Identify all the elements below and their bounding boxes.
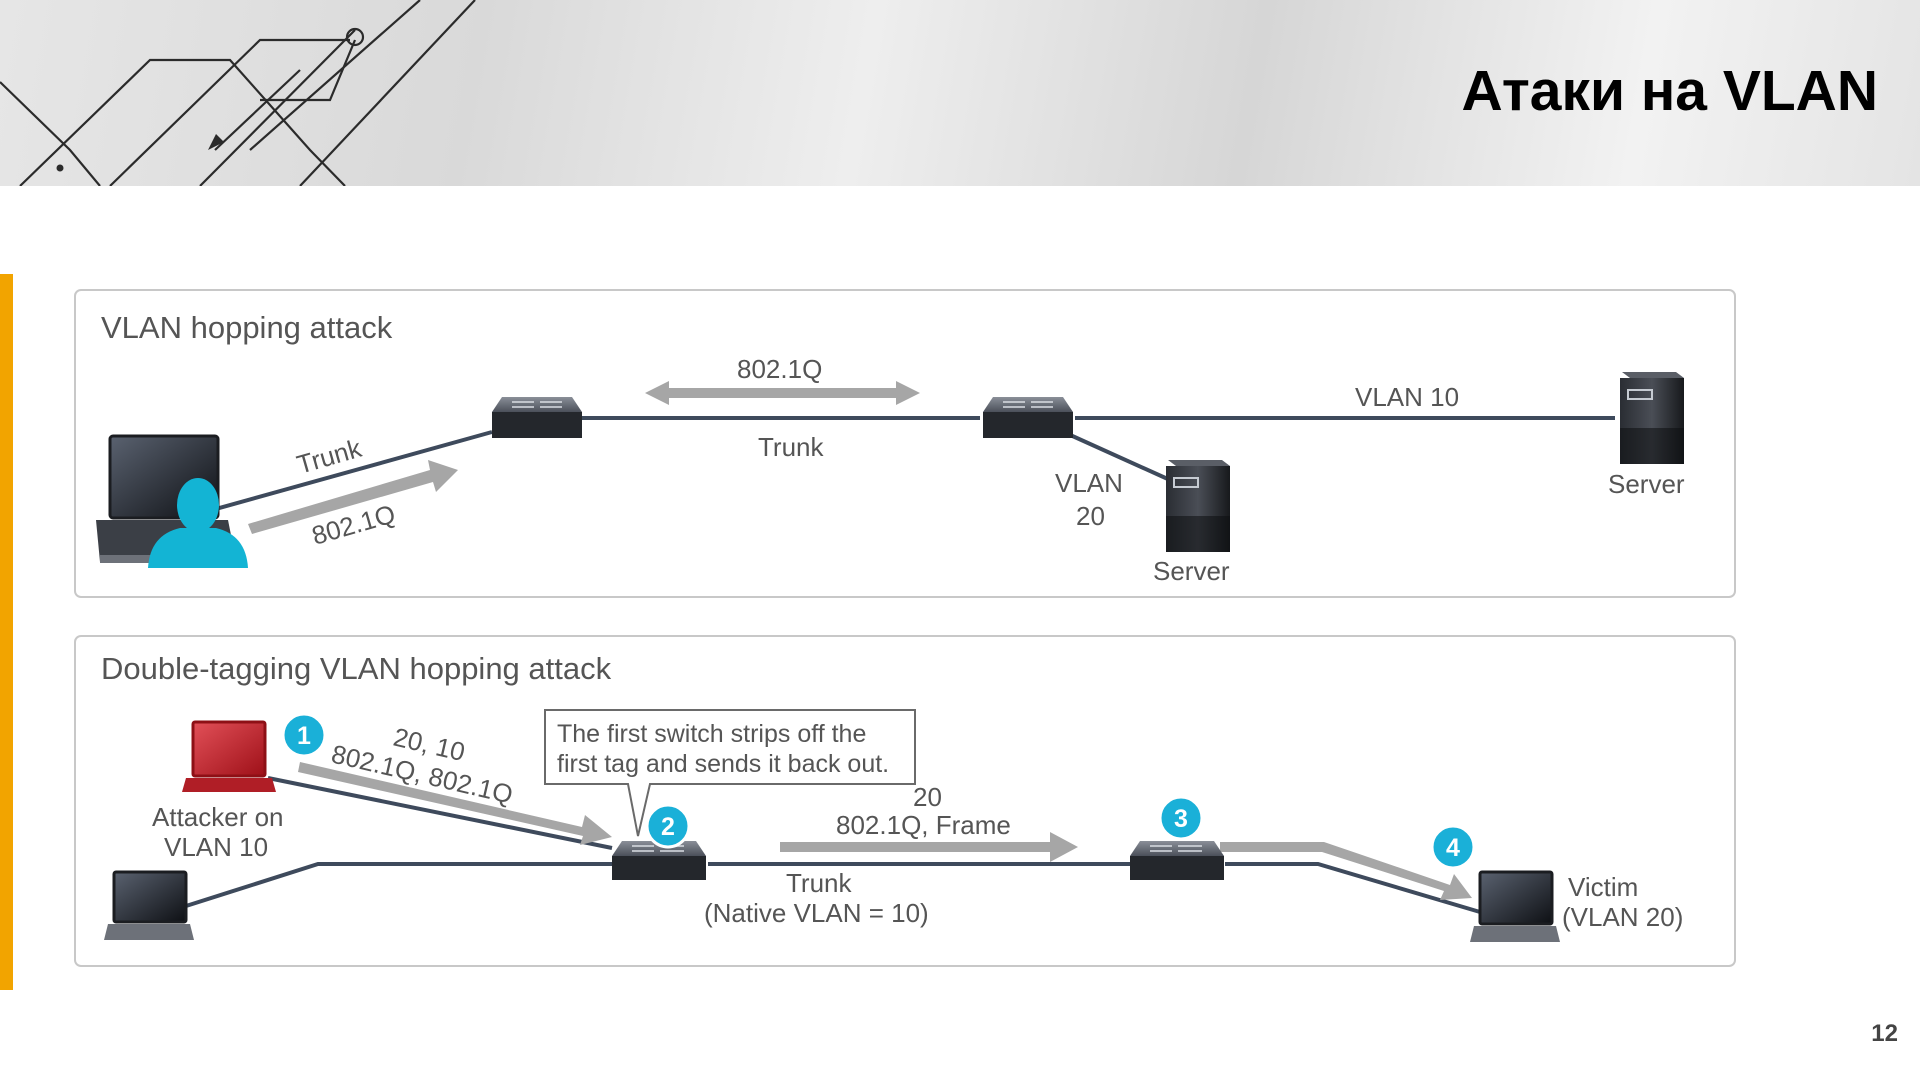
step-number: 4 (1446, 834, 1460, 862)
panel-vlan-hopping: VLAN hopping attack (74, 289, 1736, 598)
panel-frame (74, 635, 1736, 967)
callout-line2: first tag and sends it back out. (557, 750, 889, 778)
label-vlan10: VLAN 10 (1355, 382, 1459, 412)
user-icon (148, 478, 248, 568)
panel-double-tagging: Double-tagging VLAN hopping attack (74, 635, 1736, 967)
label-8021q-top: 802.1Q (737, 354, 822, 384)
label-trunk-line2: (Native VLAN = 10) (704, 898, 929, 928)
label-trunk-line1: Trunk (786, 868, 852, 898)
switch-a (612, 841, 706, 880)
arrow-step4 (1220, 842, 1472, 900)
callout-box: The first switch strips off the first ta… (544, 709, 916, 837)
arrow-step1 (298, 762, 612, 845)
step-badge-4: 4 (1430, 824, 1476, 870)
label-victim-line1: Victim (1568, 872, 1638, 902)
arrow-8021q-left (248, 460, 458, 534)
network-links (185, 776, 1481, 914)
step-number: 3 (1174, 805, 1188, 833)
step-badge-1: 1 (281, 712, 327, 758)
label-vlan20-line2: 20 (1076, 501, 1105, 531)
server-mid-icon (1166, 460, 1230, 552)
switch-2 (983, 397, 1073, 438)
label-victim-line2: (VLAN 20) (1562, 902, 1683, 932)
header-banner: Атаки на VLAN (0, 0, 1920, 186)
step-badge-3: 3 (1158, 795, 1204, 841)
label-frame-line1: 20 (913, 782, 942, 812)
panel-title: VLAN hopping attack (101, 310, 393, 345)
arrow-trunk (780, 832, 1078, 862)
traffic-arrows (298, 762, 1472, 900)
label-server-right: Server (1608, 469, 1685, 499)
attacker-laptop-icon (182, 720, 276, 792)
callout-line1: The first switch strips off the (557, 720, 866, 748)
network-links (204, 416, 1615, 514)
victim-laptop-icon (1470, 870, 1560, 942)
switch-b (1130, 841, 1224, 880)
circuit-decoration (0, 0, 476, 186)
server-right-icon (1620, 372, 1684, 464)
host-laptop-icon (104, 870, 194, 940)
panel-frame (74, 289, 1736, 598)
step-badge-2: 2 (645, 803, 691, 849)
label-trunk-mid: Trunk (758, 432, 824, 462)
label-frame-line2: 802.1Q, Frame (836, 810, 1011, 840)
step-number: 1 (297, 722, 311, 750)
label-attacker-line2: VLAN 10 (164, 832, 268, 862)
label-vlan20-line1: VLAN (1055, 468, 1123, 498)
label-attacker-line1: Attacker on (152, 802, 284, 832)
arrow-8021q-both (645, 381, 920, 405)
label-server-mid: Server (1153, 556, 1230, 586)
slide-title: Атаки на VLAN (1461, 59, 1878, 123)
accent-bar (0, 274, 13, 990)
switch-1 (492, 397, 582, 438)
step-number: 2 (661, 813, 675, 841)
page-number: 12 (1871, 1020, 1898, 1047)
panel-title: Double-tagging VLAN hopping attack (101, 651, 612, 686)
traffic-arrows (248, 381, 920, 534)
